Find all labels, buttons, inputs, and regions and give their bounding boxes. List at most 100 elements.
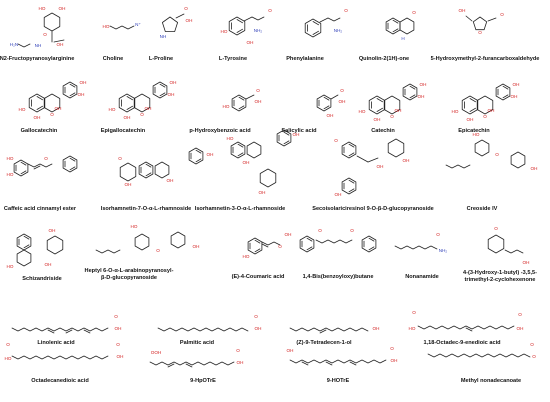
double-bond: [126, 105, 133, 110]
atom-label: O: [6, 342, 10, 347]
ring: [341, 141, 357, 159]
compound-name-label: Secoisolariciresinol 9-O-β-D-glucopyrano…: [312, 206, 434, 212]
bond: [319, 17, 329, 23]
chain: [27, 163, 53, 168]
bond: [243, 16, 253, 22]
atom-label: O: [412, 310, 416, 315]
compound-name-label: Linolenic acid: [37, 340, 75, 346]
atom-label: O: [344, 8, 348, 13]
compound-name-label: Gallocatechin: [21, 128, 58, 134]
chain: [11, 327, 109, 332]
atom-label: OH: [327, 113, 334, 118]
double-bond: [376, 98, 383, 103]
atom-label: OH: [285, 232, 292, 237]
bond: [175, 13, 185, 19]
compound-name-label: 4-(3-Hydroxy-1-butyl) -3,5,5-: [463, 270, 537, 276]
double-bond: [254, 248, 261, 253]
compound-name-label: p-Hydroxybenzoic acid: [189, 128, 251, 134]
atom-label: HO: [221, 29, 228, 34]
atom-label: O: [268, 8, 272, 13]
compound-name-label: Methyl nonadecanoate: [461, 378, 521, 384]
ring: [154, 161, 170, 179]
atom-label: O: [483, 114, 487, 119]
double-bond: [23, 235, 30, 240]
double-bond: [392, 28, 399, 33]
atom-label: O: [518, 312, 522, 317]
atom-label: H: [401, 36, 404, 41]
atom-label: O: [436, 232, 440, 237]
atom-label: O: [412, 10, 416, 15]
double-bond: [23, 244, 30, 249]
double-bond: [167, 363, 175, 368]
compound-name-label: Creoside IV: [467, 206, 498, 212]
atom-label: OH: [391, 358, 398, 363]
double-bond: [145, 172, 152, 177]
atom-label: NH: [160, 34, 167, 39]
double-bond: [409, 94, 416, 99]
ring: [62, 81, 78, 99]
double-bond: [238, 96, 245, 101]
double-bond: [502, 85, 509, 90]
atom-label: OH: [115, 326, 122, 331]
double-bond: [33, 165, 41, 170]
double-bond: [502, 94, 509, 99]
atom-label: NH₂: [254, 28, 263, 33]
ring: [474, 139, 490, 157]
ring: [472, 16, 488, 31]
atom-label: HO: [227, 136, 234, 141]
atom-label: OH: [488, 108, 495, 113]
bond: [53, 39, 65, 43]
atom-label: OH: [124, 115, 131, 120]
atom-label: O: [254, 314, 258, 319]
compound-name-label: L-Proline: [149, 56, 173, 62]
double-bond: [376, 107, 383, 112]
double-bond: [236, 19, 243, 24]
atom-label: OH: [55, 106, 62, 111]
atom-label: O: [118, 156, 122, 161]
atom-label: OH: [78, 92, 85, 97]
atom-label: OH: [517, 326, 524, 331]
compound-name-label: β-D-glucopyranoside: [101, 275, 157, 281]
double-bond: [69, 83, 76, 88]
ring: [188, 147, 204, 165]
ring: [402, 83, 418, 101]
double-bond: [306, 246, 313, 251]
atom-label: OH: [467, 117, 474, 122]
compound-name-label: (E)-4-Coumaric acid: [232, 274, 285, 280]
double-bond: [301, 361, 309, 366]
chain: [427, 353, 531, 358]
atom-label: HO: [7, 172, 14, 177]
ring: [152, 81, 168, 99]
ring: [119, 162, 137, 182]
chain: [394, 245, 438, 250]
double-bond: [83, 329, 91, 334]
chain: [251, 16, 265, 21]
compound-name-label: 9-HOTrE: [327, 378, 350, 384]
atom-label: O: [184, 6, 188, 11]
atom-label: O: [44, 156, 48, 161]
double-bond: [261, 243, 269, 248]
atom-label: OH: [117, 354, 124, 359]
compound-name-label: Phenylalanine: [286, 56, 324, 62]
atom-label: OH: [59, 6, 66, 11]
ring: [46, 235, 64, 255]
atom-label: HO: [243, 254, 250, 259]
double-bond: [323, 105, 330, 110]
double-bond: [20, 170, 27, 175]
atom-label: O: [532, 354, 536, 359]
atom-label: OH: [34, 115, 41, 120]
atom-label: O: [500, 12, 504, 17]
atom-label: OH: [167, 178, 174, 183]
compound-name-label: Nonanamide: [405, 274, 439, 280]
double-bond: [465, 327, 473, 332]
atom-label: N⁺: [135, 22, 141, 27]
atom-label: OH: [170, 80, 177, 85]
atom-label: OH: [45, 262, 52, 267]
atom-label: OH: [255, 99, 262, 104]
double-bond: [236, 28, 243, 33]
compound-name-label: Salicylic acid: [281, 128, 317, 134]
ring: [399, 17, 415, 35]
chain: [11, 355, 109, 360]
atom-label: HO: [131, 224, 138, 229]
atom-label: OH: [247, 40, 254, 45]
